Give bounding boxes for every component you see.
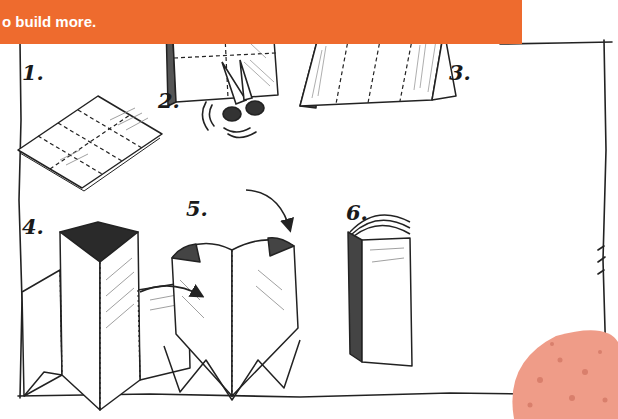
scissors xyxy=(223,107,241,121)
callout-number: 6. xyxy=(346,200,368,225)
callout-number: 3. xyxy=(449,60,471,85)
pink-blob xyxy=(550,342,554,346)
pink-blob xyxy=(512,330,618,419)
opened-fold xyxy=(100,232,140,410)
star-fold xyxy=(231,250,232,400)
opened-fold xyxy=(22,222,190,410)
star-fold xyxy=(172,244,200,262)
opened-fold xyxy=(138,290,140,380)
header-banner: o build more. xyxy=(0,0,522,44)
sketch-frame xyxy=(19,42,22,398)
tent-fold xyxy=(312,40,436,98)
sketch-frame xyxy=(598,246,605,274)
star-fold xyxy=(172,244,232,396)
opened-fold xyxy=(60,270,62,375)
motion-arrow xyxy=(140,286,202,296)
pink-blob xyxy=(582,369,588,375)
motion-arrow xyxy=(246,190,290,230)
star-fold xyxy=(232,240,298,396)
star-fold xyxy=(180,270,284,318)
scissors xyxy=(246,101,264,115)
pink-blob xyxy=(537,377,543,383)
opened-fold xyxy=(60,232,100,410)
pink-blob xyxy=(603,398,608,403)
flat-sheet xyxy=(58,123,122,161)
finished-booklet xyxy=(370,248,404,262)
opened-fold xyxy=(22,270,62,396)
flat-sheet xyxy=(38,110,142,174)
opened-fold xyxy=(99,262,100,410)
callout-number: 2. xyxy=(158,88,180,113)
tent-fold xyxy=(312,40,436,98)
opened-fold xyxy=(106,258,182,328)
flat-sheet xyxy=(18,96,162,191)
callout-number: 1. xyxy=(22,60,44,85)
pink-blob xyxy=(569,395,575,401)
pink-blob xyxy=(528,342,608,408)
star-fold xyxy=(268,238,294,256)
flat-sheet xyxy=(60,108,148,165)
pink-blob xyxy=(528,403,533,408)
flat-sheet xyxy=(18,96,162,188)
flat-sheet xyxy=(20,138,160,191)
flat-sheet xyxy=(78,110,142,148)
opened-fold xyxy=(24,372,62,396)
banner-text: o build more. xyxy=(2,13,518,30)
scissors xyxy=(240,60,252,100)
pink-blob xyxy=(558,358,563,363)
star-fold xyxy=(164,238,300,400)
folded-sheet xyxy=(174,53,276,58)
finished-booklet xyxy=(354,225,410,236)
flat-sheet xyxy=(60,108,148,165)
flat-sheet xyxy=(50,115,130,169)
pink-blob xyxy=(598,350,602,354)
scissors xyxy=(202,60,264,138)
opened-fold xyxy=(60,262,140,410)
finished-booklet xyxy=(348,215,412,366)
finished-booklet xyxy=(362,238,412,366)
scissors xyxy=(202,102,256,138)
star-fold xyxy=(180,270,284,318)
callout-number: 4. xyxy=(22,214,44,239)
pink-blob xyxy=(512,330,618,419)
finished-booklet xyxy=(348,232,362,362)
motion-arrow xyxy=(140,190,290,296)
opened-fold xyxy=(106,258,182,328)
finished-booklet xyxy=(370,248,404,262)
callout-number: 5. xyxy=(186,196,208,221)
